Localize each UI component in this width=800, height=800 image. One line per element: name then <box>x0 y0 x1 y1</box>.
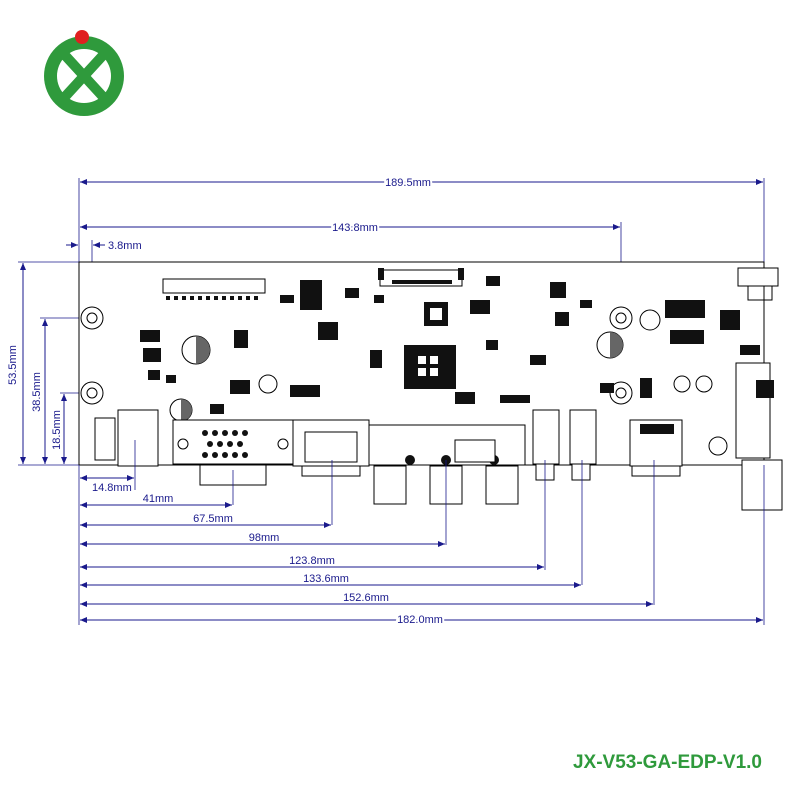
pcb-board <box>78 261 783 511</box>
dim-18-5: 18.5mm <box>51 410 63 450</box>
dim-14-8: 14.8mm <box>92 482 132 494</box>
dim-67-5: 67.5mm <box>193 513 233 525</box>
bottom-extension-lines <box>78 440 765 625</box>
dim-189-5: 189.5mm <box>385 177 431 189</box>
left-dimensions: 53.5mm 38.5mm 18.5mm <box>7 261 80 466</box>
dim-182-0: 182.0mm <box>397 614 443 626</box>
dim-143-8: 143.8mm <box>332 222 378 234</box>
model-label: JX-V53-GA-EDP-V1.0 <box>573 752 762 773</box>
bottom-dimensions: 14.8mm 41mm 67.5mm 98mm 123.8mm 133.6mm … <box>80 475 763 628</box>
dim-133-6: 133.6mm <box>303 573 349 585</box>
dim-3-8: 3.8mm <box>108 240 142 252</box>
dim-41: 41mm <box>143 493 174 505</box>
dim-53-5: 53.5mm <box>7 345 19 385</box>
brand-logo <box>44 30 124 116</box>
dim-152-6: 152.6mm <box>343 592 389 604</box>
dim-123-8: 123.8mm <box>289 555 335 567</box>
dim-38-5: 38.5mm <box>31 372 43 412</box>
top-dimensions: 189.5mm 143.8mm 3.8mm <box>66 175 765 318</box>
dim-98: 98mm <box>249 532 280 544</box>
